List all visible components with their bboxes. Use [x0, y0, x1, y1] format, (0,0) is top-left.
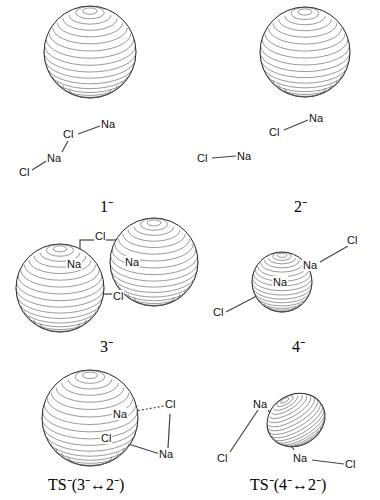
atom-label: Cl [18, 166, 30, 178]
atom-label: Na [236, 150, 252, 162]
atom-label: Na [272, 276, 288, 288]
atom-label: Na [66, 258, 82, 270]
atom-label: Cl [164, 398, 176, 410]
sphere [16, 244, 104, 332]
atom-label: Na [100, 118, 116, 130]
atom-label: Na [124, 256, 140, 268]
atom-label: Na [158, 448, 174, 460]
atom-label: Cl [216, 452, 228, 464]
atom-label: Cl [212, 306, 224, 318]
density-isosurfaces [16, 6, 350, 466]
atom-label: Cl [112, 290, 124, 302]
sphere [44, 6, 136, 98]
atom-label: Na [308, 112, 324, 124]
atom-label: Na [252, 398, 268, 410]
atom-label: Na [302, 259, 318, 271]
atom-label: Cl [196, 152, 208, 164]
atom-label: Na [292, 452, 308, 464]
atom-label: Cl [268, 126, 280, 138]
sphere [110, 218, 198, 306]
atom-label: Cl [94, 230, 106, 242]
structure-label: TS⁻(3⁻↔2⁻) [48, 476, 124, 494]
atom-label: Na [46, 152, 62, 164]
sphere [260, 7, 350, 97]
atom-label: Cl [100, 432, 112, 444]
structure-label: TS⁻(4⁻↔2⁻) [250, 476, 326, 494]
sphere [257, 383, 334, 457]
atom-label: Cl [344, 458, 356, 470]
sphere [42, 370, 138, 466]
atom-label: Na [112, 408, 128, 420]
structure-label: 4⁻ [292, 338, 305, 356]
atom-label: Cl [346, 234, 358, 246]
structure-label: 2⁻ [294, 198, 307, 216]
atom-label: Cl [62, 128, 74, 140]
structure-label: 3⁻ [100, 338, 113, 356]
structure-label: 1⁻ [100, 198, 113, 216]
